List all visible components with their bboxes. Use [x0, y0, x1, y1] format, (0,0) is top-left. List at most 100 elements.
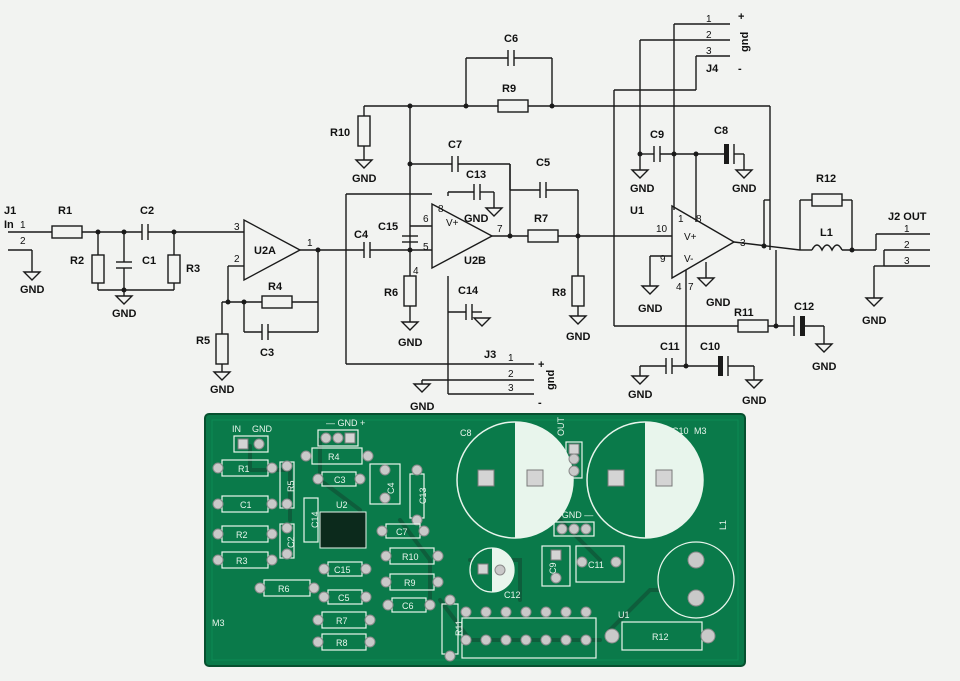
r5-label: R5: [196, 335, 210, 347]
j2-pin3: 3: [904, 256, 910, 267]
r8-label: R8: [552, 287, 566, 299]
c9-label: C9: [650, 129, 664, 141]
gnd-u1: GND: [638, 303, 663, 315]
pcb-c2-label: C2: [286, 536, 296, 548]
u2b-pin6: 6: [423, 214, 429, 225]
pcb-c13-label: C13: [418, 487, 428, 504]
c1-label: C1: [142, 255, 156, 267]
r10-label: R10: [330, 127, 350, 139]
r8-symbol: [571, 275, 585, 307]
l1-symbol: [811, 244, 843, 252]
pcb-m3-right: M3: [694, 426, 707, 436]
pcb-board: C8 C10 M3 L1 C12 IN GND: [204, 413, 746, 667]
pcb-r9-label: R9: [404, 578, 416, 588]
r3-symbol: [167, 254, 181, 284]
u2a-pin2: 2: [234, 254, 240, 265]
pcb-r3-label: R3: [236, 556, 248, 566]
u2b-pin8: 8: [438, 204, 444, 215]
j4-pin1: 1: [706, 14, 712, 25]
j2-label: J2 OUT: [888, 211, 927, 223]
u1-symbol: [671, 204, 736, 280]
pcb-c11-label: C11: [588, 560, 604, 570]
u1-pin4: 4: [676, 282, 682, 293]
r9-label: R9: [502, 83, 516, 95]
pcb-l1-label: L1: [718, 520, 728, 530]
gnd-r6: GND: [398, 337, 423, 349]
u2b-pin5: 5: [423, 242, 429, 253]
r9-symbol: [497, 99, 529, 113]
r6-label: R6: [384, 287, 398, 299]
u1-vplus: V+: [684, 232, 697, 243]
r4-label: R4: [268, 281, 283, 293]
u2a-symbol: [243, 218, 302, 282]
pcb-r5-label: R5: [286, 480, 296, 492]
j3-pin1: 1: [508, 353, 514, 364]
pcb-out-label: OUT: [556, 417, 566, 437]
c6-label: C6: [504, 33, 518, 45]
l1-label: L1: [820, 227, 833, 239]
gnd-c8: GND: [732, 183, 757, 195]
pcb-c8: C8: [456, 421, 574, 539]
pcb-c1-label: C1: [240, 500, 252, 510]
u2b-vplus: V+: [446, 218, 459, 229]
pcb-u2-label: U2: [336, 500, 348, 510]
gnd-c13: GND: [464, 213, 489, 225]
pcb-gnd-label: GND: [252, 424, 273, 434]
gnd-u1b: GND: [706, 297, 731, 309]
r4-symbol: [261, 295, 293, 309]
r7-symbol: [527, 229, 559, 243]
u1-label: U1: [630, 205, 644, 217]
j2-pin1: 1: [904, 224, 910, 235]
u1-pin7: 7: [688, 282, 694, 293]
r11-symbol: [737, 319, 769, 333]
j3-pin3: 3: [508, 383, 514, 394]
pcb-gnd-top: — GND +: [326, 418, 365, 428]
j1-pin1: 1: [20, 220, 26, 231]
pcb-c10: C10 M3: [586, 421, 707, 539]
r1-label: R1: [58, 205, 72, 217]
u2b-pin4: 4: [413, 266, 419, 277]
schematic: J1 In 1 2 GND R1 R2 C1 C2 R3: [4, 11, 930, 413]
gnd-c11: GND: [628, 389, 653, 401]
j4-pin3: 3: [706, 46, 712, 57]
gnd-c1: GND: [112, 308, 137, 320]
r10-symbol: [357, 115, 371, 147]
r1-symbol: [51, 225, 83, 239]
pcb-in-label: IN: [232, 424, 241, 434]
j1-sub: In: [4, 219, 14, 231]
j4-pin2: 2: [706, 30, 712, 41]
pcb-c9-label: C9: [548, 562, 558, 574]
pcb-c10-label: C10: [672, 426, 689, 436]
c2-label: C2: [140, 205, 154, 217]
j3-gnd: gnd: [545, 370, 557, 390]
pcb-c4-label: C4: [386, 482, 396, 494]
gnd-c10: GND: [742, 395, 767, 407]
j1-pin2: 2: [20, 236, 26, 247]
pcb-r10-label: R10: [402, 552, 419, 562]
pcb-r2-label: R2: [236, 530, 248, 540]
gnd-c9: GND: [630, 183, 655, 195]
pcb-c3-label: C3: [334, 475, 346, 485]
pcb-c15-label: C15: [334, 565, 351, 575]
pcb-c14-label: C14: [310, 511, 320, 528]
u1-pin8: 8: [696, 214, 702, 225]
c4-label: C4: [354, 229, 369, 241]
pcb-r4-label: R4: [328, 452, 340, 462]
u2a-pin1: 1: [307, 238, 313, 249]
pcb-r8-label: R8: [336, 638, 348, 648]
r7-label: R7: [534, 213, 548, 225]
pcb-r12-label: R12: [652, 632, 669, 642]
pcb-u1-dip: [460, 606, 597, 659]
c10-label: C10: [700, 341, 720, 353]
gnd-j2: GND: [862, 315, 887, 327]
pcb-r6-label: R6: [278, 584, 290, 594]
c11-label: C11: [660, 341, 680, 353]
pcb-r1-label: R1: [238, 464, 250, 474]
gnd-j1: GND: [20, 284, 45, 296]
pcb-c5-label: C5: [338, 593, 350, 603]
pcb-c7-label: C7: [396, 527, 408, 537]
c8-label: C8: [714, 125, 728, 137]
pcb-m3-left: M3: [212, 618, 225, 628]
